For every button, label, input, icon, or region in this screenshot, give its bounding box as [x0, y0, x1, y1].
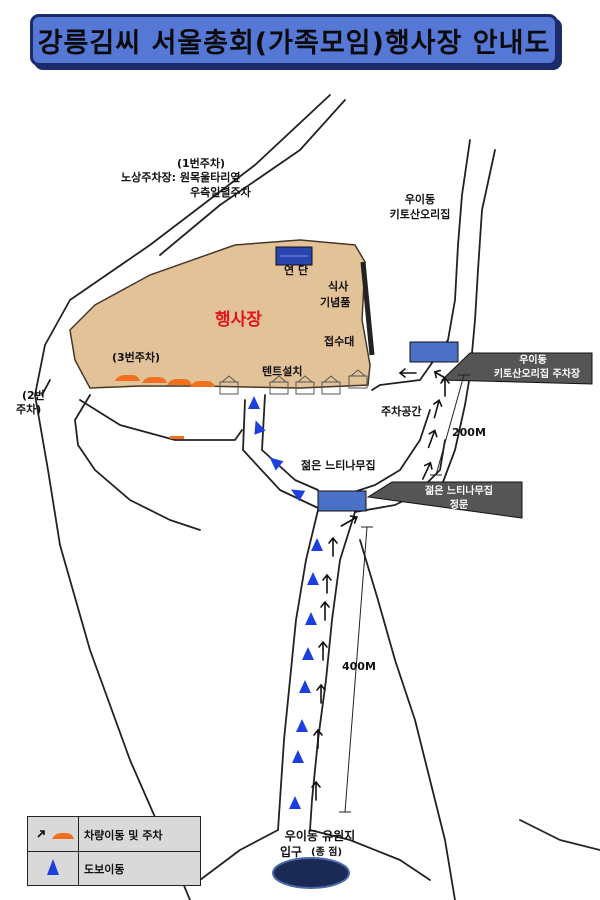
entrance-line1: 우이동 유원지: [284, 829, 356, 843]
parking1-line3: 우측일렬주차: [190, 186, 251, 199]
vehicle-arrows: [311, 368, 450, 801]
restaurant-label-line2: 키토산오리집: [389, 208, 451, 221]
legend-vehicle-label: 차량이동 및 주차: [84, 829, 163, 842]
road-lines: [34, 94, 600, 900]
vehicle-icon: [28, 817, 79, 851]
legend-walk-label: 도보이동: [84, 863, 125, 876]
entrance-note: (종 점): [311, 847, 343, 858]
parking1-line2: 노상주차장: 원목울타리옆: [121, 171, 241, 184]
legend: 차량이동 및 주차 도보이동: [27, 816, 201, 886]
gate-sign-line2: 정문: [449, 500, 469, 511]
distance-200: 200M: [452, 426, 486, 439]
gate-sign-line1: 젊은 느티나무집: [425, 486, 493, 497]
lot-sign: [440, 352, 593, 385]
lot-sign-line1: 우이동: [519, 355, 547, 366]
parking2-line1: (2번: [22, 389, 45, 402]
gate-sign: [366, 481, 523, 519]
legend-row-walk: 도보이동: [28, 851, 200, 885]
parking3-label: (3번주차): [112, 351, 161, 364]
meal-label: 식사: [328, 280, 349, 293]
lot-sign-line2: 키토산오리집 주차장: [493, 369, 581, 380]
tents: [219, 369, 368, 395]
distance-lines: [339, 374, 470, 813]
entrance-line2: 입구: [280, 845, 303, 859]
walk-arrows: [248, 396, 323, 809]
souvenir-label: 기념품: [320, 296, 351, 309]
gate-road-label: 젊은 느티나무집: [301, 459, 376, 472]
title-banner: 강릉김씨 서울총회(가족모임)행사장 안내도: [30, 14, 558, 66]
restaurant-label-line1: 우이동: [404, 193, 436, 206]
map-title: 강릉김씨 서울총회(가족모임)행사장 안내도: [37, 27, 551, 59]
walk-icon: [28, 851, 79, 885]
ground-texture: [70, 240, 370, 388]
legend-row-vehicle: 차량이동 및 주차: [28, 817, 200, 852]
fence: [360, 261, 375, 356]
restaurant-parking-box: [409, 341, 459, 363]
parking2-line2: 주차): [16, 403, 42, 416]
distance-400: 400M: [342, 660, 376, 673]
tent-label: 텐트설치: [262, 365, 303, 378]
parking-space-label: 주차공간: [381, 405, 422, 418]
stage-label: 연 단: [284, 264, 309, 277]
pond: [272, 857, 350, 889]
reception-label: 접수대: [324, 335, 355, 348]
main-venue-label: 행사장: [215, 310, 262, 330]
parked-cars: [115, 375, 215, 439]
parking1-title: (1번주차): [176, 157, 226, 170]
gate-box: [317, 490, 367, 512]
